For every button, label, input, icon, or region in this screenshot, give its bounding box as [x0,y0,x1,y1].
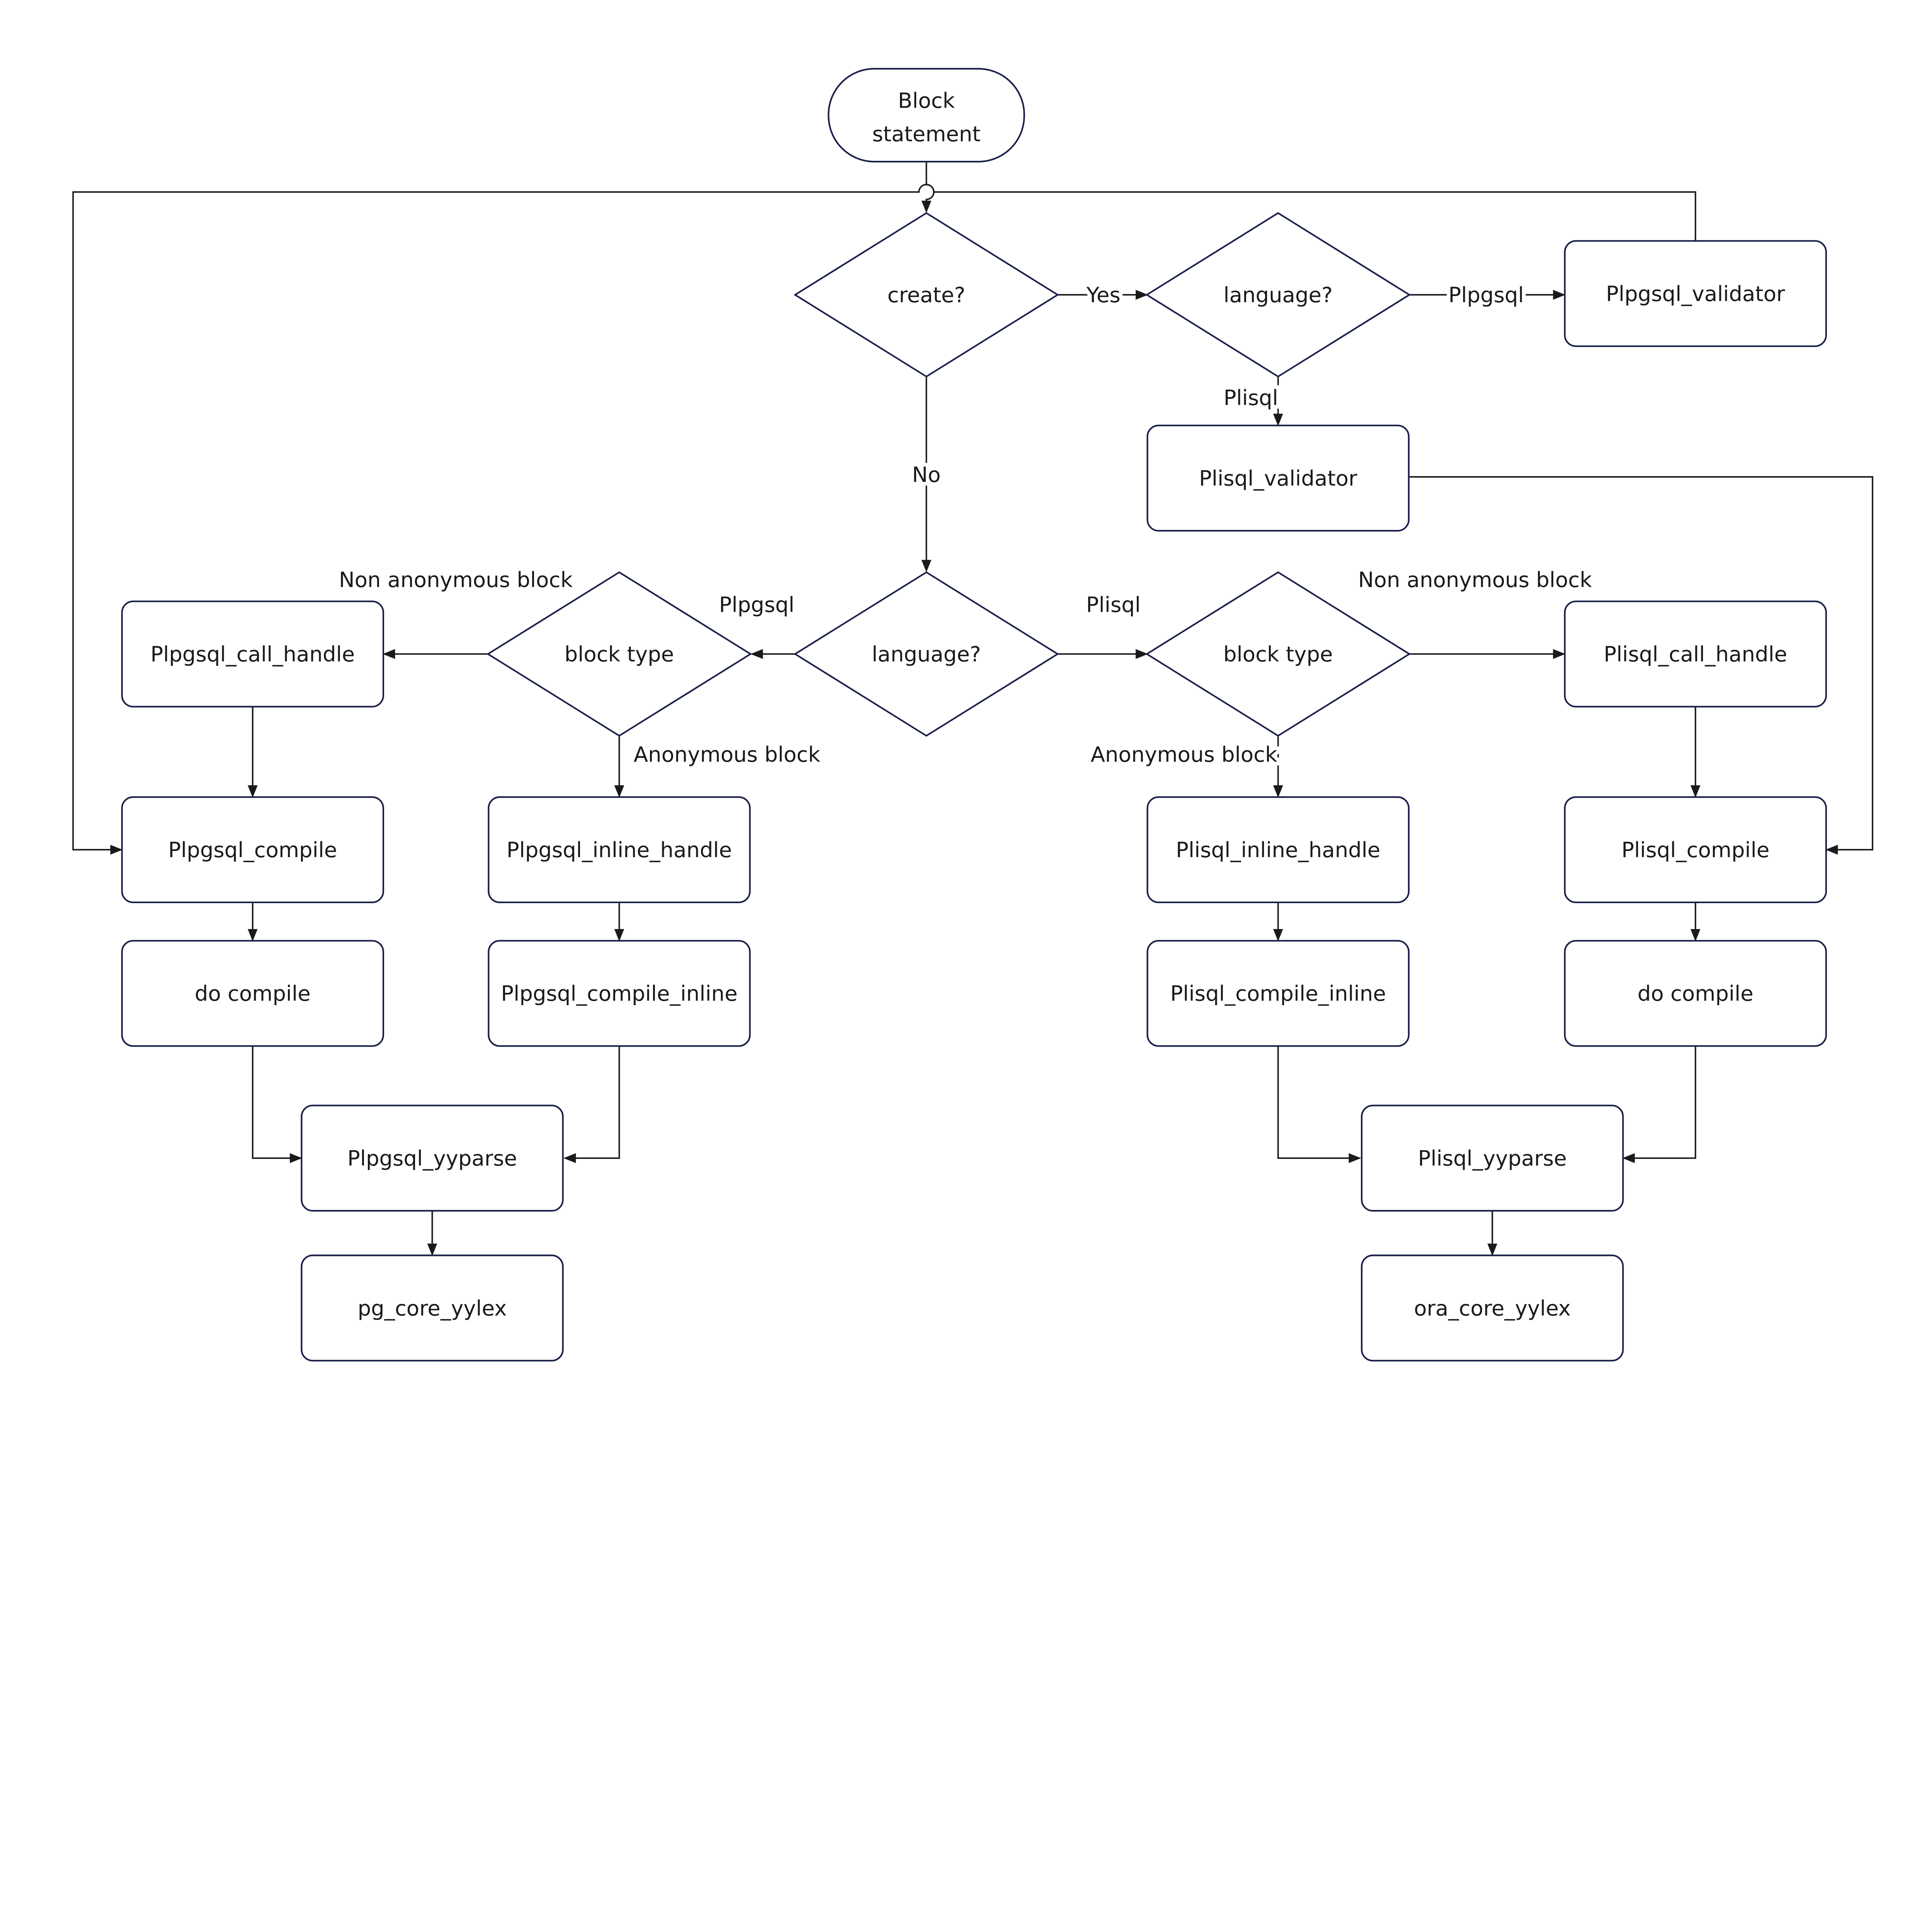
node-create: create? [793,212,1060,378]
node-label-line: Block [898,88,955,113]
edge-label-top-plisql: Plisql [1224,385,1278,410]
node-plisql-validator: Plisql_validator [1146,424,1410,532]
node-label: language? [1223,283,1333,307]
decision-shape [1145,571,1411,737]
process-shape [1564,940,1827,1047]
node-block-type-left: block type [486,571,752,737]
edge-label-mid-plisql: Plisql [1086,592,1141,617]
process-shape [301,1254,564,1361]
plisql-validator-edge [1409,476,1874,855]
node-plpgsql-compile-inline: Plpgsql_compile_inline [488,940,751,1047]
node-label: Plisql_call_handle [1604,642,1787,667]
process-shape [488,940,751,1047]
node-do-compile-left: do compile [121,940,384,1047]
node-label: pg_core_yylex [358,1296,507,1321]
process-shape [1361,1105,1624,1212]
node-plisql-call-handle: Plisql_call_handle [1564,601,1827,708]
edge-label-top-plpgsql: Plpgsql [1449,283,1524,307]
edge-label-yes: Yes [1086,283,1121,307]
terminal-shape [828,68,1025,163]
node-plpgsql-yyparse: Plpgsql_yyparse [301,1105,564,1212]
node-label: language? [872,642,981,667]
inline-to-yyparse-left-edge [563,1045,620,1163]
edge-label-left-anonymous: Anonymous block [634,742,820,767]
process-shape [301,1105,564,1212]
node-plisql-yyparse: Plisql_yyparse [1361,1105,1624,1212]
edge-label-right-non-anonymous: Non anonymous block [1358,567,1592,592]
process-shape [1146,424,1410,532]
process-shape [1564,240,1827,347]
process-shape [121,796,384,904]
node-plpgsql-call-handle: Plpgsql_call_handle [121,601,384,708]
node-label: block type [1223,642,1333,667]
edge-label-no: No [912,462,940,487]
node-label: do compile [195,981,311,1006]
node-pg-core-yylex: pg_core_yylex [301,1254,564,1361]
process-shape [1146,940,1410,1047]
node-plisql-compile-inline: Plisql_compile_inline [1146,940,1410,1047]
node-label: Plpgsql_yyparse [347,1146,517,1171]
decision-shape [1145,212,1411,378]
node-block-type-right: block type [1145,571,1411,737]
node-plpgsql-inline-handle: Plpgsql_inline_handle [488,796,751,904]
node-language-top: language? [1145,212,1411,378]
decision-shape [793,212,1060,378]
node-label: do compile [1638,981,1753,1006]
process-shape [121,601,384,708]
node-language-mid: language? [793,571,1060,737]
edge-label-right-anonymous: Anonymous block [1091,742,1277,767]
node-plisql-inline-handle: Plisql_inline_handle [1146,796,1410,904]
validator-loop-edge [72,184,1696,855]
edges [72,162,1874,1256]
edge-label-left-non-anonymous: Non anonymous block [339,567,573,592]
node-label: create? [888,283,966,307]
node-label: Plisql_yyparse [1418,1146,1567,1171]
inline-to-yyparse-right-edge [1277,1045,1361,1163]
do-to-yyparse-left-edge [252,1045,303,1163]
node-plisql-compile: Plisql_compile [1564,796,1827,904]
node-label: ora_core_yylex [1414,1296,1571,1321]
node-label: Plisql_validator [1199,466,1357,490]
node-label: Plisql_compile_inline [1170,981,1386,1006]
node-label: block type [565,642,674,667]
do-to-yyparse-right-edge [1622,1045,1696,1163]
decision-shape [793,571,1060,737]
process-shape [1361,1254,1624,1361]
node-label: Plisql_compile [1621,837,1769,862]
node-start: Block statement [828,68,1025,163]
nodes: Block statement create? language? Plpgsql_va… [121,68,1827,1361]
node-label: Plpgsql_compile_inline [501,981,737,1006]
node-do-compile-right: do compile [1564,940,1827,1047]
decision-shape [486,571,752,737]
process-shape [121,940,384,1047]
edge-label-mid-plpgsql: Plpgsql [719,592,794,617]
process-shape [1146,796,1410,904]
node-plpgsql-compile: Plpgsql_compile [121,796,384,904]
node-label: Plpgsql_call_handle [150,642,355,667]
flowchart: Block statement create? language? Plpgsql_va… [72,68,1874,1361]
node-plpgsql-validator: Plpgsql_validator [1564,240,1827,347]
node-label: Plpgsql_validator [1606,281,1785,306]
node-label: Plisql_inline_handle [1176,837,1380,862]
node-label-line: statement [872,121,980,146]
node-ora-core-yylex: ora_core_yylex [1361,1254,1624,1361]
process-shape [1564,796,1827,904]
node-label: Plpgsql_compile [168,837,337,862]
process-shape [488,796,751,904]
node-label: Plpgsql_inline_handle [507,837,732,862]
process-shape [1564,601,1827,708]
